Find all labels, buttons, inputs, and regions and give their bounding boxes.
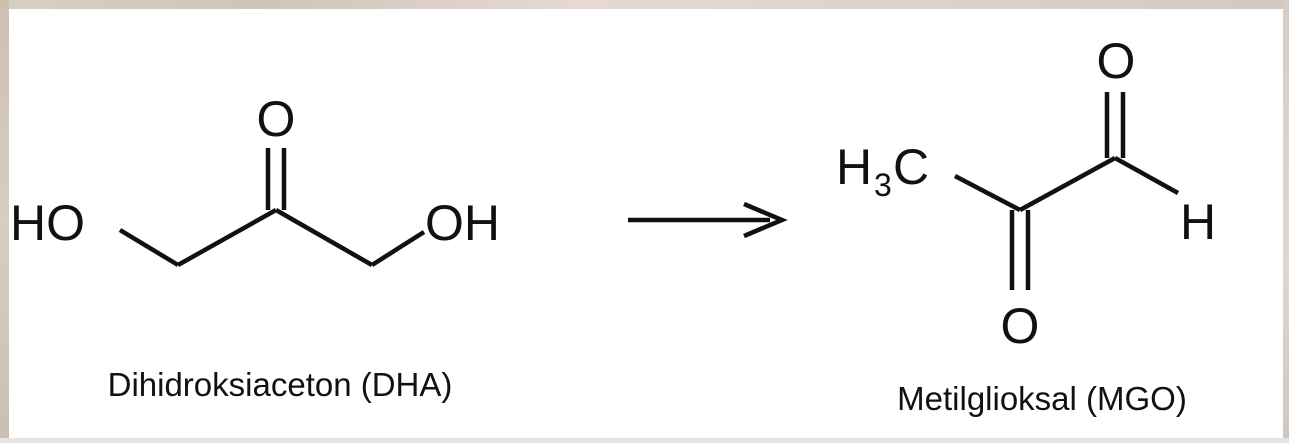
arrow-head-icon (743, 201, 788, 239)
mgo-caption: Metilglioksal (MGO) (897, 380, 1187, 417)
frame-edge-left (0, 0, 9, 443)
dha-bond-ho-ch2 (118, 228, 180, 267)
mgo-bond-ch3-c (953, 174, 1022, 212)
frame-edge-top (0, 0, 1289, 9)
dha-bond-ch2-c (176, 208, 278, 267)
mgo-structure: O H 3 C H O Metilglioksal (MGO) (836, 33, 1216, 417)
dha-atom-o-carbonyl: O (257, 91, 296, 147)
dha-bond-ch2-oh (370, 230, 426, 267)
mgo-atom-o-top: O (1097, 33, 1136, 89)
dha-caption: Dihidroksiaceton (DHA) (108, 366, 453, 403)
mgo-atom-o-bottom: O (1001, 298, 1040, 354)
dha-atom-ho: HO (10, 195, 85, 251)
dha-atom-oh: OH (425, 195, 500, 251)
mgo-atom-h3c-h: H (836, 139, 872, 195)
reaction-arrow (628, 201, 788, 239)
mgo-atom-h3c-subscript: 3 (874, 167, 892, 203)
dha-bond-c-ch2 (274, 208, 374, 267)
mgo-atom-h3c-c: C (893, 139, 929, 195)
mgo-bond-c-cho (1018, 156, 1117, 212)
mgo-atom-h-right: H (1180, 194, 1216, 250)
dha-structure: O HO OH Dihidroksiaceton (DHA) (10, 91, 500, 403)
frame-edge-bottom (0, 438, 1289, 443)
mgo-bond-cho-h (1113, 156, 1180, 195)
frame-edge-right (1283, 0, 1289, 443)
